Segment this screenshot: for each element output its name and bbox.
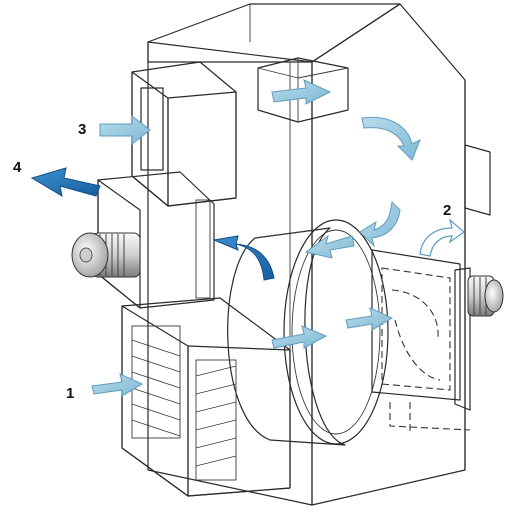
- drum-face: [283, 219, 389, 445]
- airflow-arrow-icon: [361, 116, 421, 161]
- airflow-arrow-icon: [271, 79, 332, 105]
- exhaust-fan: [71, 171, 215, 309]
- airflow-arrow-icon: [304, 234, 355, 259]
- callout-3: 3: [78, 121, 86, 138]
- cabinet-right-face: [311, 3, 466, 506]
- callout-4: 4: [13, 159, 22, 176]
- airflow-arrow-icon: [419, 218, 465, 257]
- heat-exchanger-drum: [227, 219, 389, 446]
- fan-motor-icon: [71, 232, 141, 278]
- cabinet-left-face: [147, 41, 313, 506]
- airflow-arrows: [30, 79, 465, 397]
- supply-fan: [371, 249, 504, 432]
- airflow-arrow-icon: [212, 235, 275, 281]
- callout-2: 2: [443, 202, 451, 219]
- main-cabinet: [147, 3, 491, 506]
- fan-motor-icon: [467, 275, 504, 317]
- airflow-arrow-icon: [30, 167, 101, 198]
- airflow-arrow-icon: [99, 114, 151, 146]
- side-panel: [464, 144, 491, 216]
- callout-1: 1: [66, 385, 74, 402]
- airflow-arrow-icon: [345, 307, 394, 331]
- airflow-arrow-icon: [359, 200, 401, 248]
- cabinet-top: [147, 3, 401, 63]
- airflow-arrow-icon: [271, 325, 328, 349]
- intake-grille: [121, 297, 291, 497]
- airflow-arrow-icon: [91, 373, 144, 397]
